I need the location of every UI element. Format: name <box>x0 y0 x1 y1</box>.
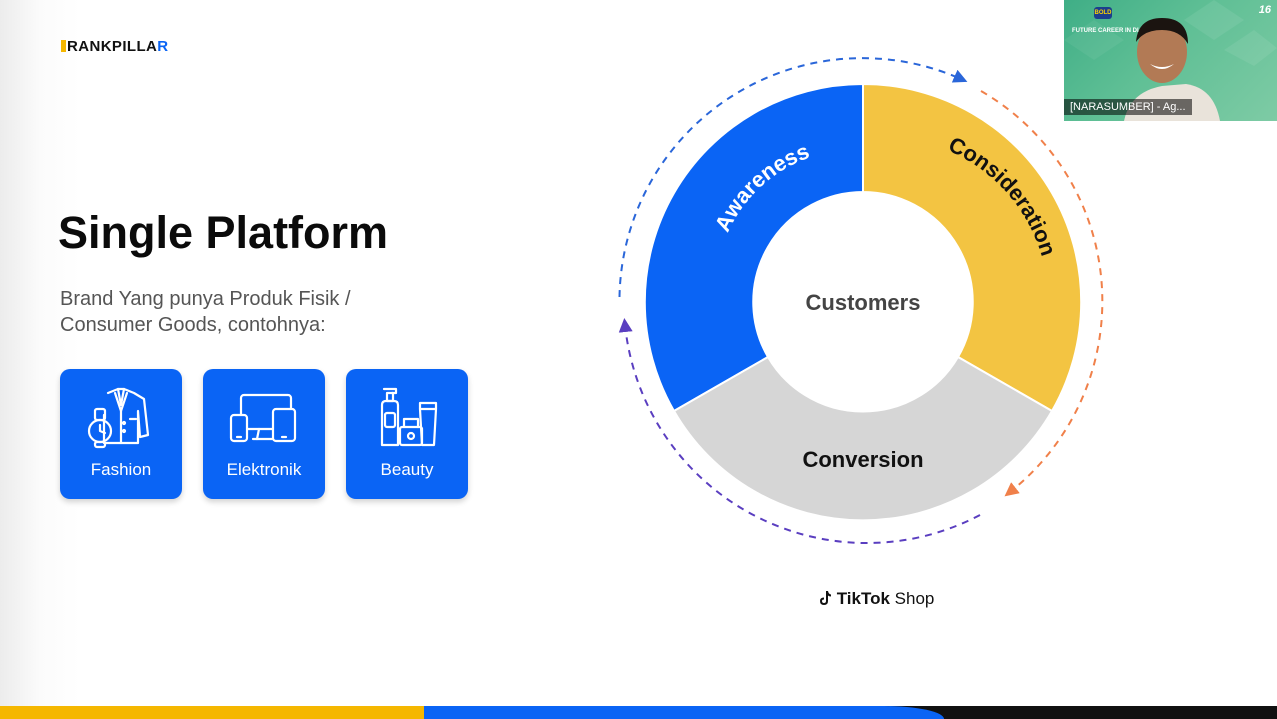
card-label: Elektronik <box>226 460 302 479</box>
segment-consideration <box>862 82 1083 413</box>
donut-center <box>754 193 972 411</box>
slide-bottom-bar <box>0 706 1277 719</box>
electronics-icon <box>229 393 297 443</box>
tiktok-suffix: Shop <box>889 589 935 608</box>
card-fashion: Fashion <box>60 369 182 499</box>
logo-text: RANKPILLA <box>67 38 158 55</box>
arrow-orange <box>980 90 1104 497</box>
logo-mark <box>61 40 66 52</box>
slide-subtitle: Brand Yang punya Produk Fisik / Consumer… <box>60 288 351 336</box>
anniversary-number: 16 <box>1258 4 1271 16</box>
center-label: Customers <box>806 290 921 315</box>
logo-text-end: R <box>157 38 169 55</box>
participant-video-tile[interactable]: BOLD FUTURE CAREER IN DI 16 [NARASUMBER]… <box>1064 0 1277 121</box>
bottom-bar-yellow <box>0 706 424 719</box>
arrow-blue <box>618 57 968 298</box>
card-elektronik: Elektronik <box>203 369 325 499</box>
beauty-icon <box>380 387 438 447</box>
arrow-purple <box>618 318 981 545</box>
slide-title: Single Platform <box>58 207 389 258</box>
segment-conversion <box>672 355 1054 522</box>
rankpillar-logo: RANKPILLAR <box>61 38 169 55</box>
event-badge: BOLD <box>1094 7 1112 19</box>
customer-funnel-diagram: Awareness Consideration Conversion Custo… <box>618 57 1104 545</box>
tiktok-shop-logo: TikTok Shop <box>818 589 934 609</box>
tiktok-icon <box>820 591 831 605</box>
segment-awareness <box>643 82 864 413</box>
fashion-icon <box>87 387 150 449</box>
bottom-bar-blue <box>424 706 944 719</box>
card-label: Beauty <box>380 460 434 479</box>
event-overlay-text: FUTURE CAREER IN DI <box>1072 28 1139 34</box>
card-label: Fashion <box>90 460 152 479</box>
segment-label-conversion: Conversion <box>802 447 923 472</box>
card-beauty: Beauty <box>346 369 468 499</box>
participant-name: [NARASUMBER] - Ag... <box>1064 99 1192 115</box>
tiktok-brand: TikTok <box>836 589 890 608</box>
